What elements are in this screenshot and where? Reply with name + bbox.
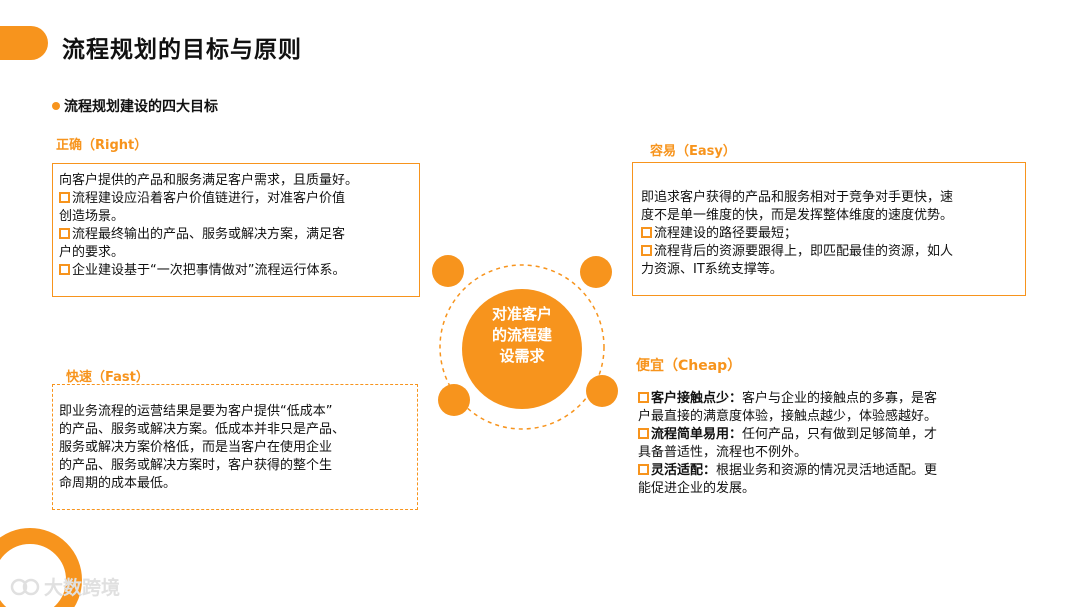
center-text-line-2: 的流程建 <box>491 326 552 344</box>
right-line-5: 户的要求。 <box>59 245 125 260</box>
easy-item-1: 流程建设的路径要最短； <box>641 225 1017 243</box>
easy-line-2: 度不是单一维度的快，而是发挥整体维度的速度优势。 <box>641 208 954 223</box>
cheap-item-3: 灵活适配：根据业务和资源的情况灵活地适配。更 <box>638 462 1016 480</box>
checkbox-icon <box>641 227 652 238</box>
subtitle: 流程规划建设的四大目标 <box>52 96 218 116</box>
checkbox-icon <box>641 245 652 256</box>
cheap-item-3-cont: 能促进企业的发展。 <box>638 481 756 496</box>
heading-fast: 快速（Fast） <box>66 370 149 385</box>
heading-easy: 容易（Easy） <box>650 144 736 159</box>
checkbox-icon <box>59 228 70 239</box>
right-item-3: 企业建设基于“一次把事情做对”流程运行体系。 <box>59 262 413 280</box>
checkbox-icon <box>638 392 649 403</box>
logo-icon <box>10 578 40 595</box>
box-cheap: 客户接触点少：客户与企业的接触点的多寡，是客 户最直接的满意度体验，接触点越少，… <box>632 388 1022 500</box>
right-line-3: 创造场景。 <box>59 209 125 224</box>
orbit-dot-top-right <box>580 256 612 288</box>
checkbox-icon <box>59 264 70 275</box>
right-line-1: 向客户提供的产品和服务满足客户需求，且质量好。 <box>59 173 359 188</box>
title-accent-bar <box>0 26 48 60</box>
cheap-item-2: 流程简单易用：任何产品，只有做到足够简单，才 <box>638 426 1016 444</box>
box-easy: 即追求客户获得的产品和服务相对于竞争对手更快，速 度不是单一维度的快，而是发挥整… <box>632 162 1026 296</box>
subtitle-text: 流程规划建设的四大目标 <box>64 99 218 115</box>
cheap-item-1: 客户接触点少：客户与企业的接触点的多寡，是客 <box>638 390 1016 408</box>
fast-line-1: 即业务流程的运营结果是要为客户提供“低成本” <box>59 404 333 419</box>
fast-line-3: 服务或解决方案价格低，而是当客户在使用企业 <box>59 440 333 455</box>
page-title: 流程规划的目标与原则 <box>62 37 302 63</box>
logo-text: 大数跨境 <box>44 577 121 599</box>
box-right: 向客户提供的产品和服务满足客户需求，且质量好。 流程建设应沿着客户价值链进行，对… <box>52 163 420 297</box>
watermark-logo: 大数跨境 <box>10 573 120 600</box>
orbit-dot-top-left <box>432 255 464 287</box>
right-item-2: 流程最终输出的产品、服务或解决方案，满足客 <box>59 226 413 244</box>
cheap-item-1-cont: 户最直接的满意度体验，接触点越少，体验感越好。 <box>638 409 938 424</box>
center-text-line-1: 对准客户 <box>491 305 552 323</box>
center-text: 对准客户 的流程建 设需求 <box>480 304 564 367</box>
center-circle <box>462 289 582 409</box>
box-fast: 即业务流程的运营结果是要为客户提供“低成本” 的产品、服务或解决方案。低成本并非… <box>52 384 418 510</box>
heading-right: 正确（Right） <box>56 138 148 153</box>
easy-line-5: 力资源、IT系统支撑等。 <box>641 262 783 277</box>
checkbox-icon <box>59 192 70 203</box>
fast-line-5: 命周期的成本最低。 <box>59 476 177 491</box>
easy-line-1: 即追求客户获得的产品和服务相对于竞争对手更快，速 <box>641 190 954 205</box>
bullet-dot-icon <box>52 102 60 110</box>
checkbox-icon <box>638 428 649 439</box>
center-circle-graphic <box>432 255 618 430</box>
fast-line-2: 的产品、服务或解决方案。低成本并非只是产品、 <box>59 422 346 437</box>
dashed-orbit-ring <box>439 264 605 430</box>
right-item-1: 流程建设应沿着客户价值链进行，对准客户价值 <box>59 190 413 208</box>
easy-item-2: 流程背后的资源要跟得上，即匹配最佳的资源，如人 <box>641 243 1017 261</box>
center-text-line-3: 设需求 <box>499 347 545 365</box>
orbit-dot-bottom-right <box>586 375 618 407</box>
heading-cheap: 便宜（Cheap） <box>636 358 742 374</box>
cheap-item-2-cont: 具备普适性，流程也不例外。 <box>638 445 808 460</box>
orbit-dot-bottom-left <box>438 384 470 416</box>
fast-line-4: 的产品、服务或解决方案时，客户获得的整个生 <box>59 458 333 473</box>
checkbox-icon <box>638 464 649 475</box>
